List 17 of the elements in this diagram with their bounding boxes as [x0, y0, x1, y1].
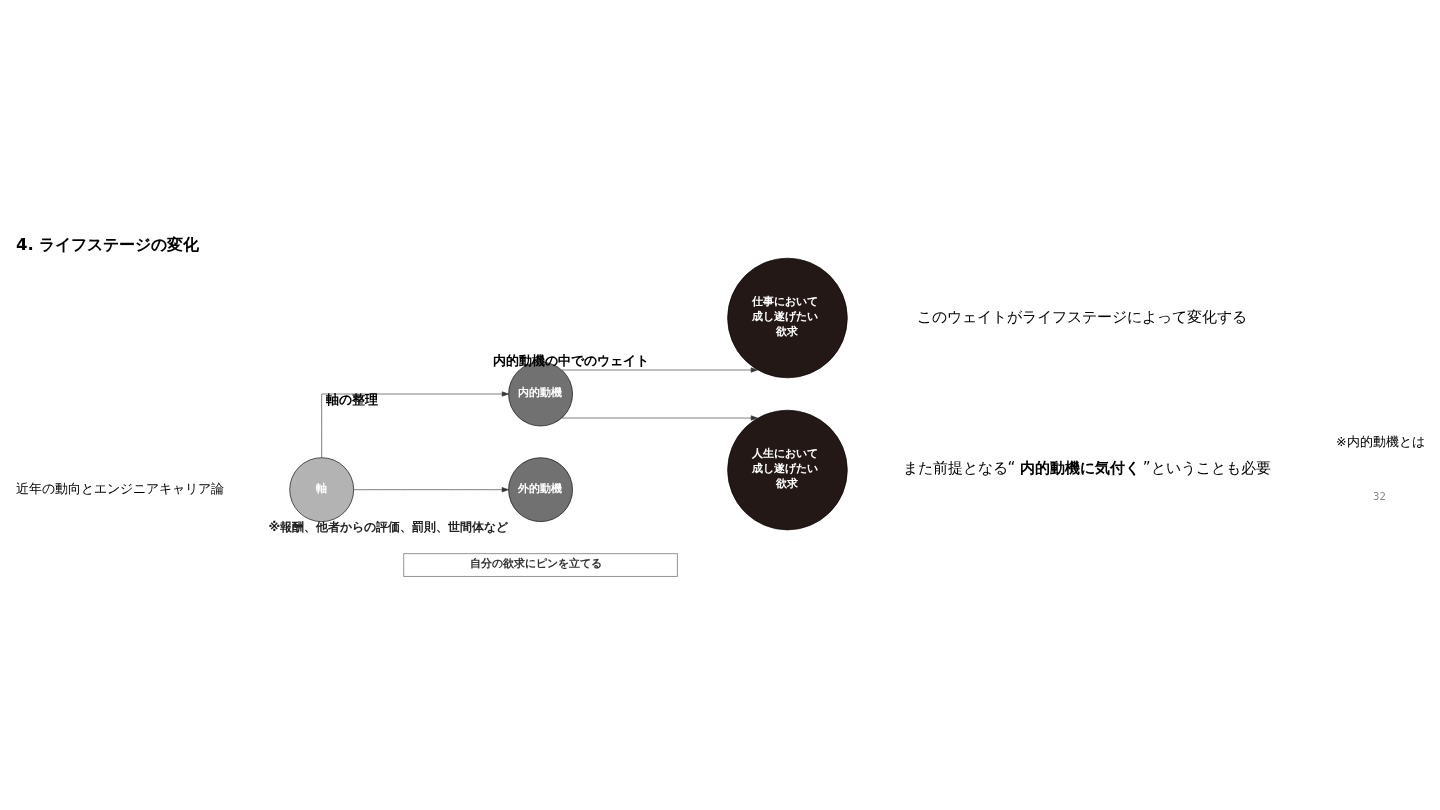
node-circle: 外的動機 [508, 456, 573, 522]
label: 32 [1372, 490, 1386, 502]
node-circle: 人生において成し遂げたい欲求 [727, 409, 848, 530]
node-circle: 軸 [289, 456, 354, 522]
label: このウェイトがライフステージによって変化する [917, 307, 1248, 326]
label: また前提となる“内的動機に気付く”ということも必要 [902, 458, 1271, 477]
arrow [561, 367, 758, 373]
label: ※内的動機とは [1335, 433, 1425, 449]
edge-label: 軸の整理 [326, 391, 379, 407]
arrow [353, 486, 509, 492]
arrow [561, 414, 758, 421]
arrow [321, 391, 509, 458]
node-box: 自分の欲求にピンを立てる [403, 552, 678, 577]
node-circle: 仕事において成し遂げたい欲求 [727, 257, 848, 378]
node-label: ※報酬、他者からの評価、罰則、世間体など [268, 519, 509, 534]
label: 近年の動向とエンジニアキャリア論 [16, 480, 225, 496]
diagram-title: 4. ライフステージの変化 [16, 234, 200, 254]
